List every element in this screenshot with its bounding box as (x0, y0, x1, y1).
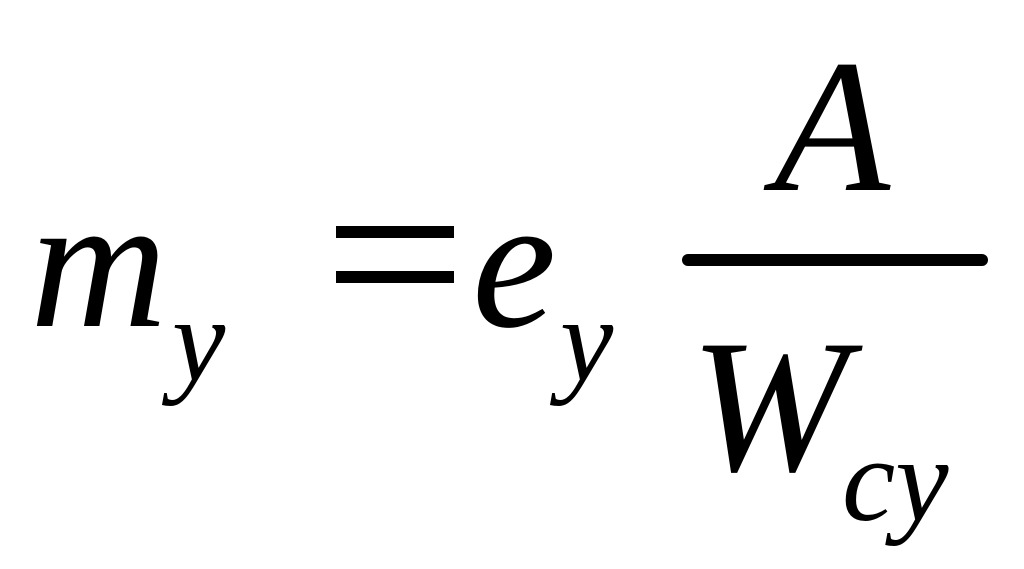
fraction-denominator-w: W (690, 302, 849, 512)
fraction-bar (682, 254, 988, 266)
fraction-numerator-a: A (774, 22, 891, 232)
lhs-subscript-y: y (172, 273, 226, 406)
lhs-variable-m: m (30, 158, 168, 368)
equals-bottom-bar (336, 271, 454, 283)
equals-top-bar (336, 226, 454, 238)
factor-variable-e: e (472, 158, 557, 368)
fraction-denominator-subscript-cy: cy (842, 413, 949, 546)
factor-subscript-y: y (560, 273, 614, 406)
